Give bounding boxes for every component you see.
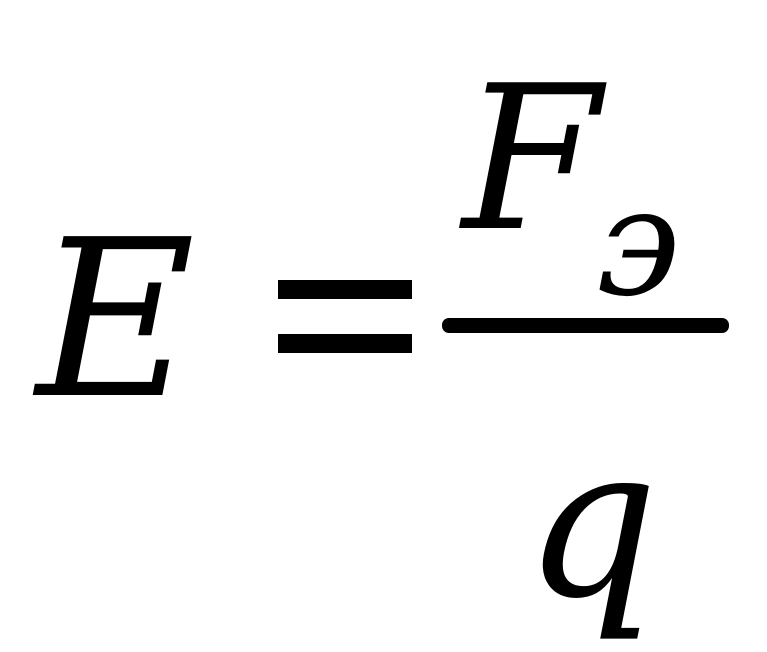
fraction-denominator: q [524, 400, 659, 645]
numerator-subscript: э [596, 156, 681, 330]
equals-bar-bottom [278, 334, 412, 353]
fraction-bar [442, 318, 729, 333]
fraction-numerator: F [462, 43, 601, 276]
equals-bar-top [278, 280, 412, 299]
formula-lhs-e: E [36, 194, 196, 447]
